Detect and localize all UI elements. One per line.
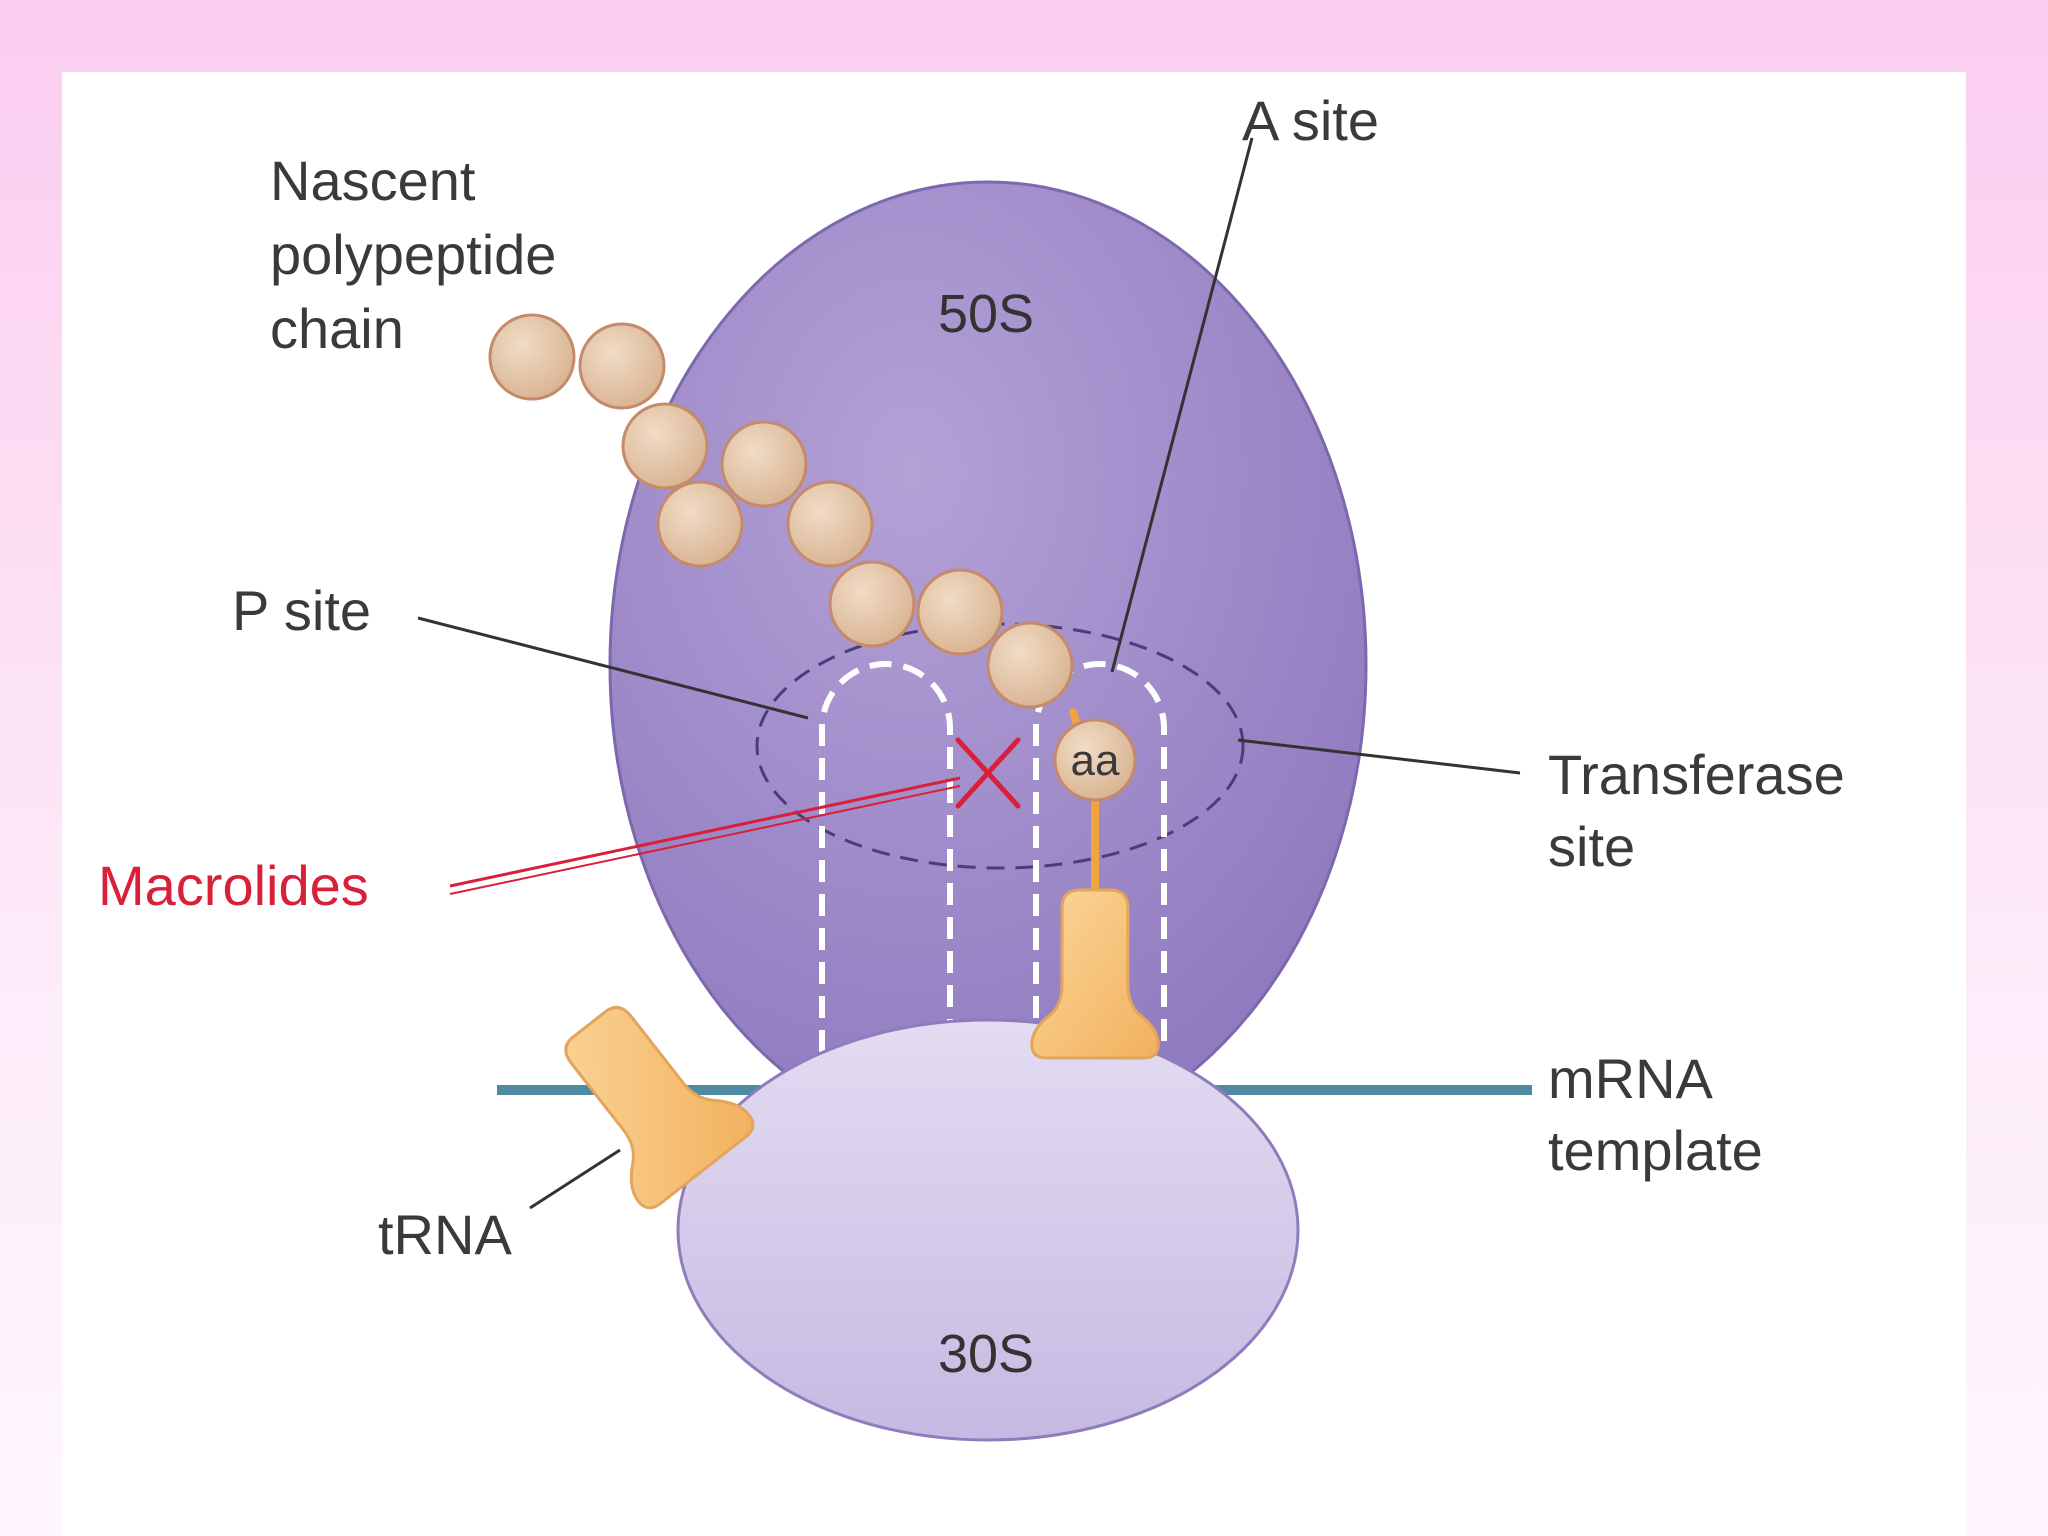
trna-leader (529, 1148, 621, 1210)
nascent-chain-label-line3: chain (270, 297, 404, 360)
polypeptide-bead (656, 480, 744, 568)
polypeptide-bead (488, 313, 576, 401)
50s-label: 50S (938, 284, 1034, 344)
trna-free (564, 1006, 755, 1210)
nascent-chain-label-line2: polypeptide (270, 223, 556, 286)
polypeptide-bead (828, 560, 916, 648)
polypeptide-bead (720, 420, 808, 508)
30s-subunit (676, 1018, 1300, 1442)
polypeptide-bead (578, 322, 666, 410)
inhibition-x-mark (955, 737, 1021, 809)
transferase-leader (1237, 738, 1521, 775)
polypeptide-bead (916, 568, 1004, 656)
polypeptide-bead (786, 480, 874, 568)
30s-label: 30S (938, 1324, 1034, 1384)
amino-acid-label: aa (1071, 736, 1120, 785)
nascent-chain-label-line1: Nascent (270, 149, 476, 212)
transferase-label-line2: site (1548, 815, 1635, 878)
polypeptide-bead (986, 621, 1074, 709)
macrolides-leader-2 (449, 785, 961, 895)
macrolides-leader-1 (449, 776, 961, 888)
amino-acid-bead (1053, 718, 1137, 802)
trna-a-site (1030, 888, 1160, 1060)
p-site-outline (819, 661, 953, 1052)
macrolides-label: Macrolides (98, 854, 369, 917)
mrna-label-line1: mRNA (1548, 1047, 1714, 1110)
p-site-leader (417, 616, 809, 720)
p-site-label: P site (232, 579, 371, 642)
polypeptide-bead (621, 402, 709, 490)
mrna-label-line2: template (1548, 1119, 1763, 1182)
a-site-leader (1110, 137, 1254, 673)
polypeptide-chain (488, 313, 1074, 709)
trna-label: tRNA (378, 1203, 512, 1266)
transferase-label-line1: Transferase (1548, 743, 1845, 806)
a-site-label: A site (1242, 89, 1379, 152)
